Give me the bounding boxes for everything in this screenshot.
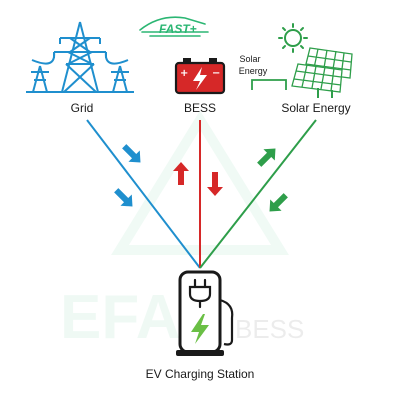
sun-icon xyxy=(278,23,308,53)
plug-icon xyxy=(188,278,212,309)
bess-label: BESS xyxy=(184,101,216,115)
charger-cable xyxy=(219,298,234,346)
solar-label: Solar Energy xyxy=(281,101,350,115)
station-to-bess-arrow xyxy=(173,162,189,185)
lightning-icon xyxy=(193,67,207,90)
grid-to-station-arrow-2 xyxy=(114,188,133,207)
solar-to-station-arrow xyxy=(269,193,288,212)
bess-to-station-arrow xyxy=(207,172,223,196)
solar-callout: Solar Energy xyxy=(239,54,287,90)
logo-text: FAST+ xyxy=(159,22,197,36)
watermark-text: EFA xyxy=(60,283,181,352)
charge-bolt-icon xyxy=(191,314,209,344)
solar-callout-line1: Solar xyxy=(239,54,260,64)
watermark-suffix: BESS xyxy=(235,314,304,344)
solar-up-arrow xyxy=(257,148,276,167)
power-tower-icon xyxy=(26,21,134,93)
battery-minus-icon: − xyxy=(212,68,220,79)
solar-flow-line xyxy=(199,119,317,269)
car-icon xyxy=(139,16,209,37)
grid-flow-line xyxy=(86,119,201,269)
station-label: EV Charging Station xyxy=(146,367,255,381)
solar-callout-line2: Energy xyxy=(239,66,268,76)
fast-logo: FAST+ xyxy=(139,16,209,37)
grid-label: Grid xyxy=(71,101,94,115)
grid-to-station-arrow-1 xyxy=(122,144,141,163)
battery-plus-icon: + xyxy=(180,68,188,79)
battery-icon: + − xyxy=(174,58,226,95)
ev-charger-icon xyxy=(176,270,234,356)
solar-panel-icon xyxy=(278,23,353,98)
callout-bracket xyxy=(251,79,287,90)
